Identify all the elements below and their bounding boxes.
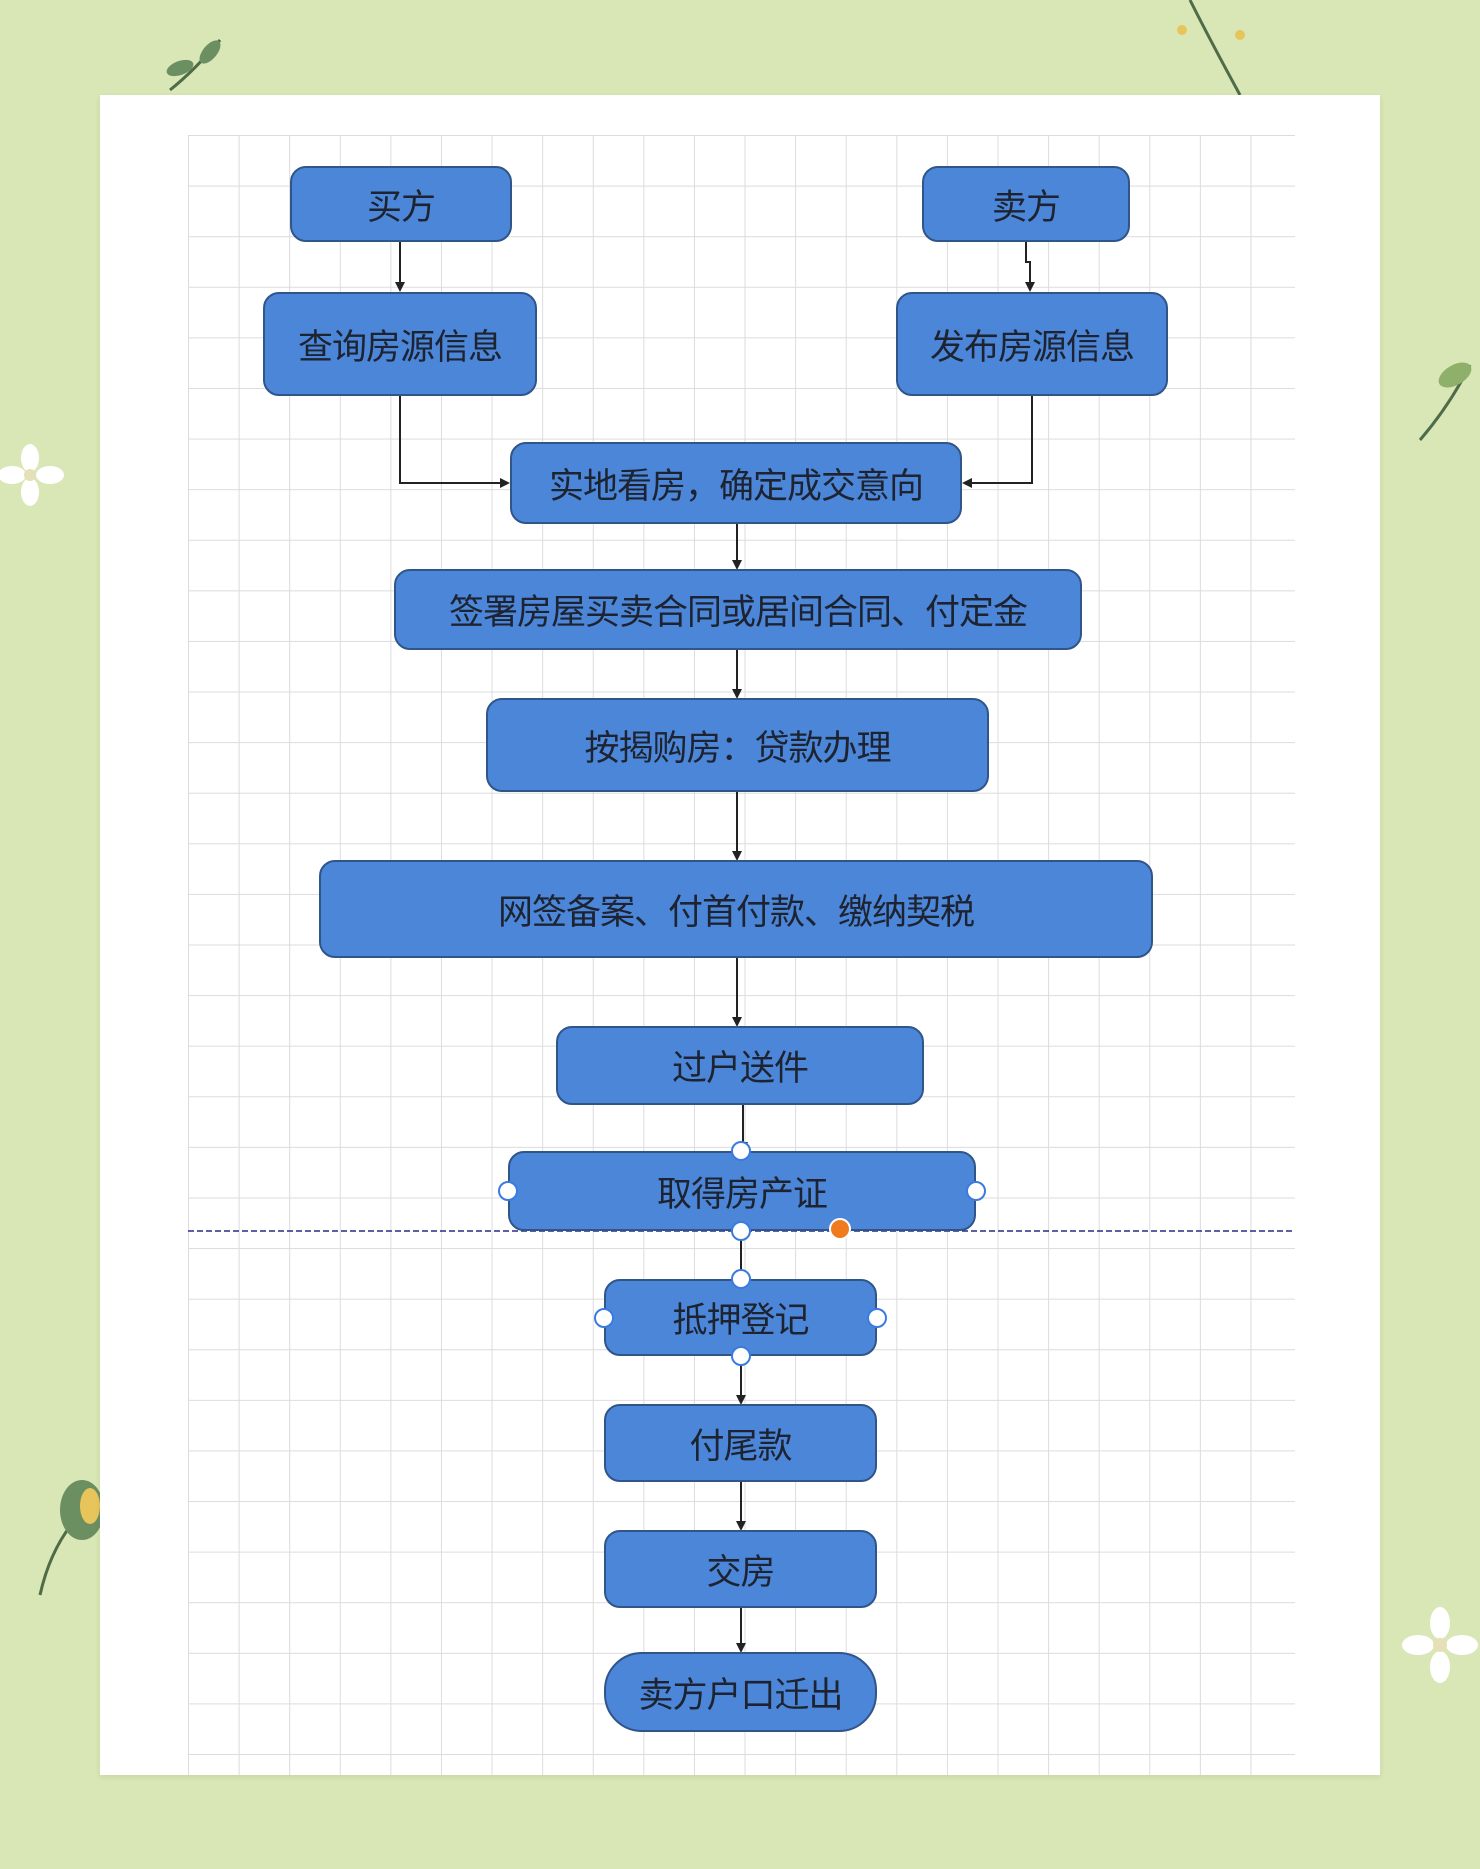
- handle-cert-left[interactable]: [498, 1181, 518, 1201]
- handover-node[interactable]: 交房: [604, 1530, 877, 1608]
- get-property-cert-node[interactable]: 取得房产证: [508, 1151, 976, 1231]
- sign-contract-node[interactable]: 签署房屋买卖合同或居间合同、付定金: [394, 569, 1082, 650]
- arrow-seller-to-publish: [1025, 242, 1035, 292]
- flower-decoration-bottom-right-icon: [1402, 1607, 1478, 1683]
- query-listing-node[interactable]: 查询房源信息: [263, 292, 537, 396]
- handle-reg-top[interactable]: [731, 1269, 751, 1289]
- view-house-node[interactable]: 实地看房，确定成交意向: [510, 442, 962, 524]
- flower-decoration-left-icon: [0, 444, 64, 506]
- buyer-node[interactable]: 买方: [290, 166, 512, 242]
- handle-cert-right[interactable]: [966, 1181, 986, 1201]
- arrow-query-to-view: [399, 396, 510, 488]
- leaf-decoration-right-icon: [1418, 362, 1472, 441]
- final-payment-node[interactable]: 付尾款: [604, 1404, 877, 1482]
- seller-hukou-out-node[interactable]: 卖方户口迁出: [604, 1652, 877, 1732]
- handle-orange-anchor[interactable]: [829, 1218, 851, 1240]
- handle-reg-bottom[interactable]: [731, 1346, 751, 1366]
- handle-reg-left[interactable]: [594, 1308, 614, 1328]
- leaf-decoration-top-left-icon: [166, 39, 222, 92]
- handle-reg-right[interactable]: [867, 1308, 887, 1328]
- handle-cert-bottom[interactable]: [731, 1221, 751, 1241]
- handle-cert-top[interactable]: [731, 1141, 751, 1161]
- publish-listing-node[interactable]: 发布房源信息: [896, 292, 1168, 396]
- branch-decoration-top-right-icon: [1177, 0, 1245, 95]
- seller-node[interactable]: 卖方: [922, 166, 1130, 242]
- arrow-publish-to-view: [962, 396, 1033, 488]
- net-sign-node[interactable]: 网签备案、付首付款、缴纳契税: [319, 860, 1153, 958]
- transfer-docs-node[interactable]: 过户送件: [556, 1026, 924, 1105]
- mortgage-loan-node[interactable]: 按揭购房：贷款办理: [486, 698, 989, 792]
- bud-decoration-bottom-left-icon: [38, 1480, 100, 1596]
